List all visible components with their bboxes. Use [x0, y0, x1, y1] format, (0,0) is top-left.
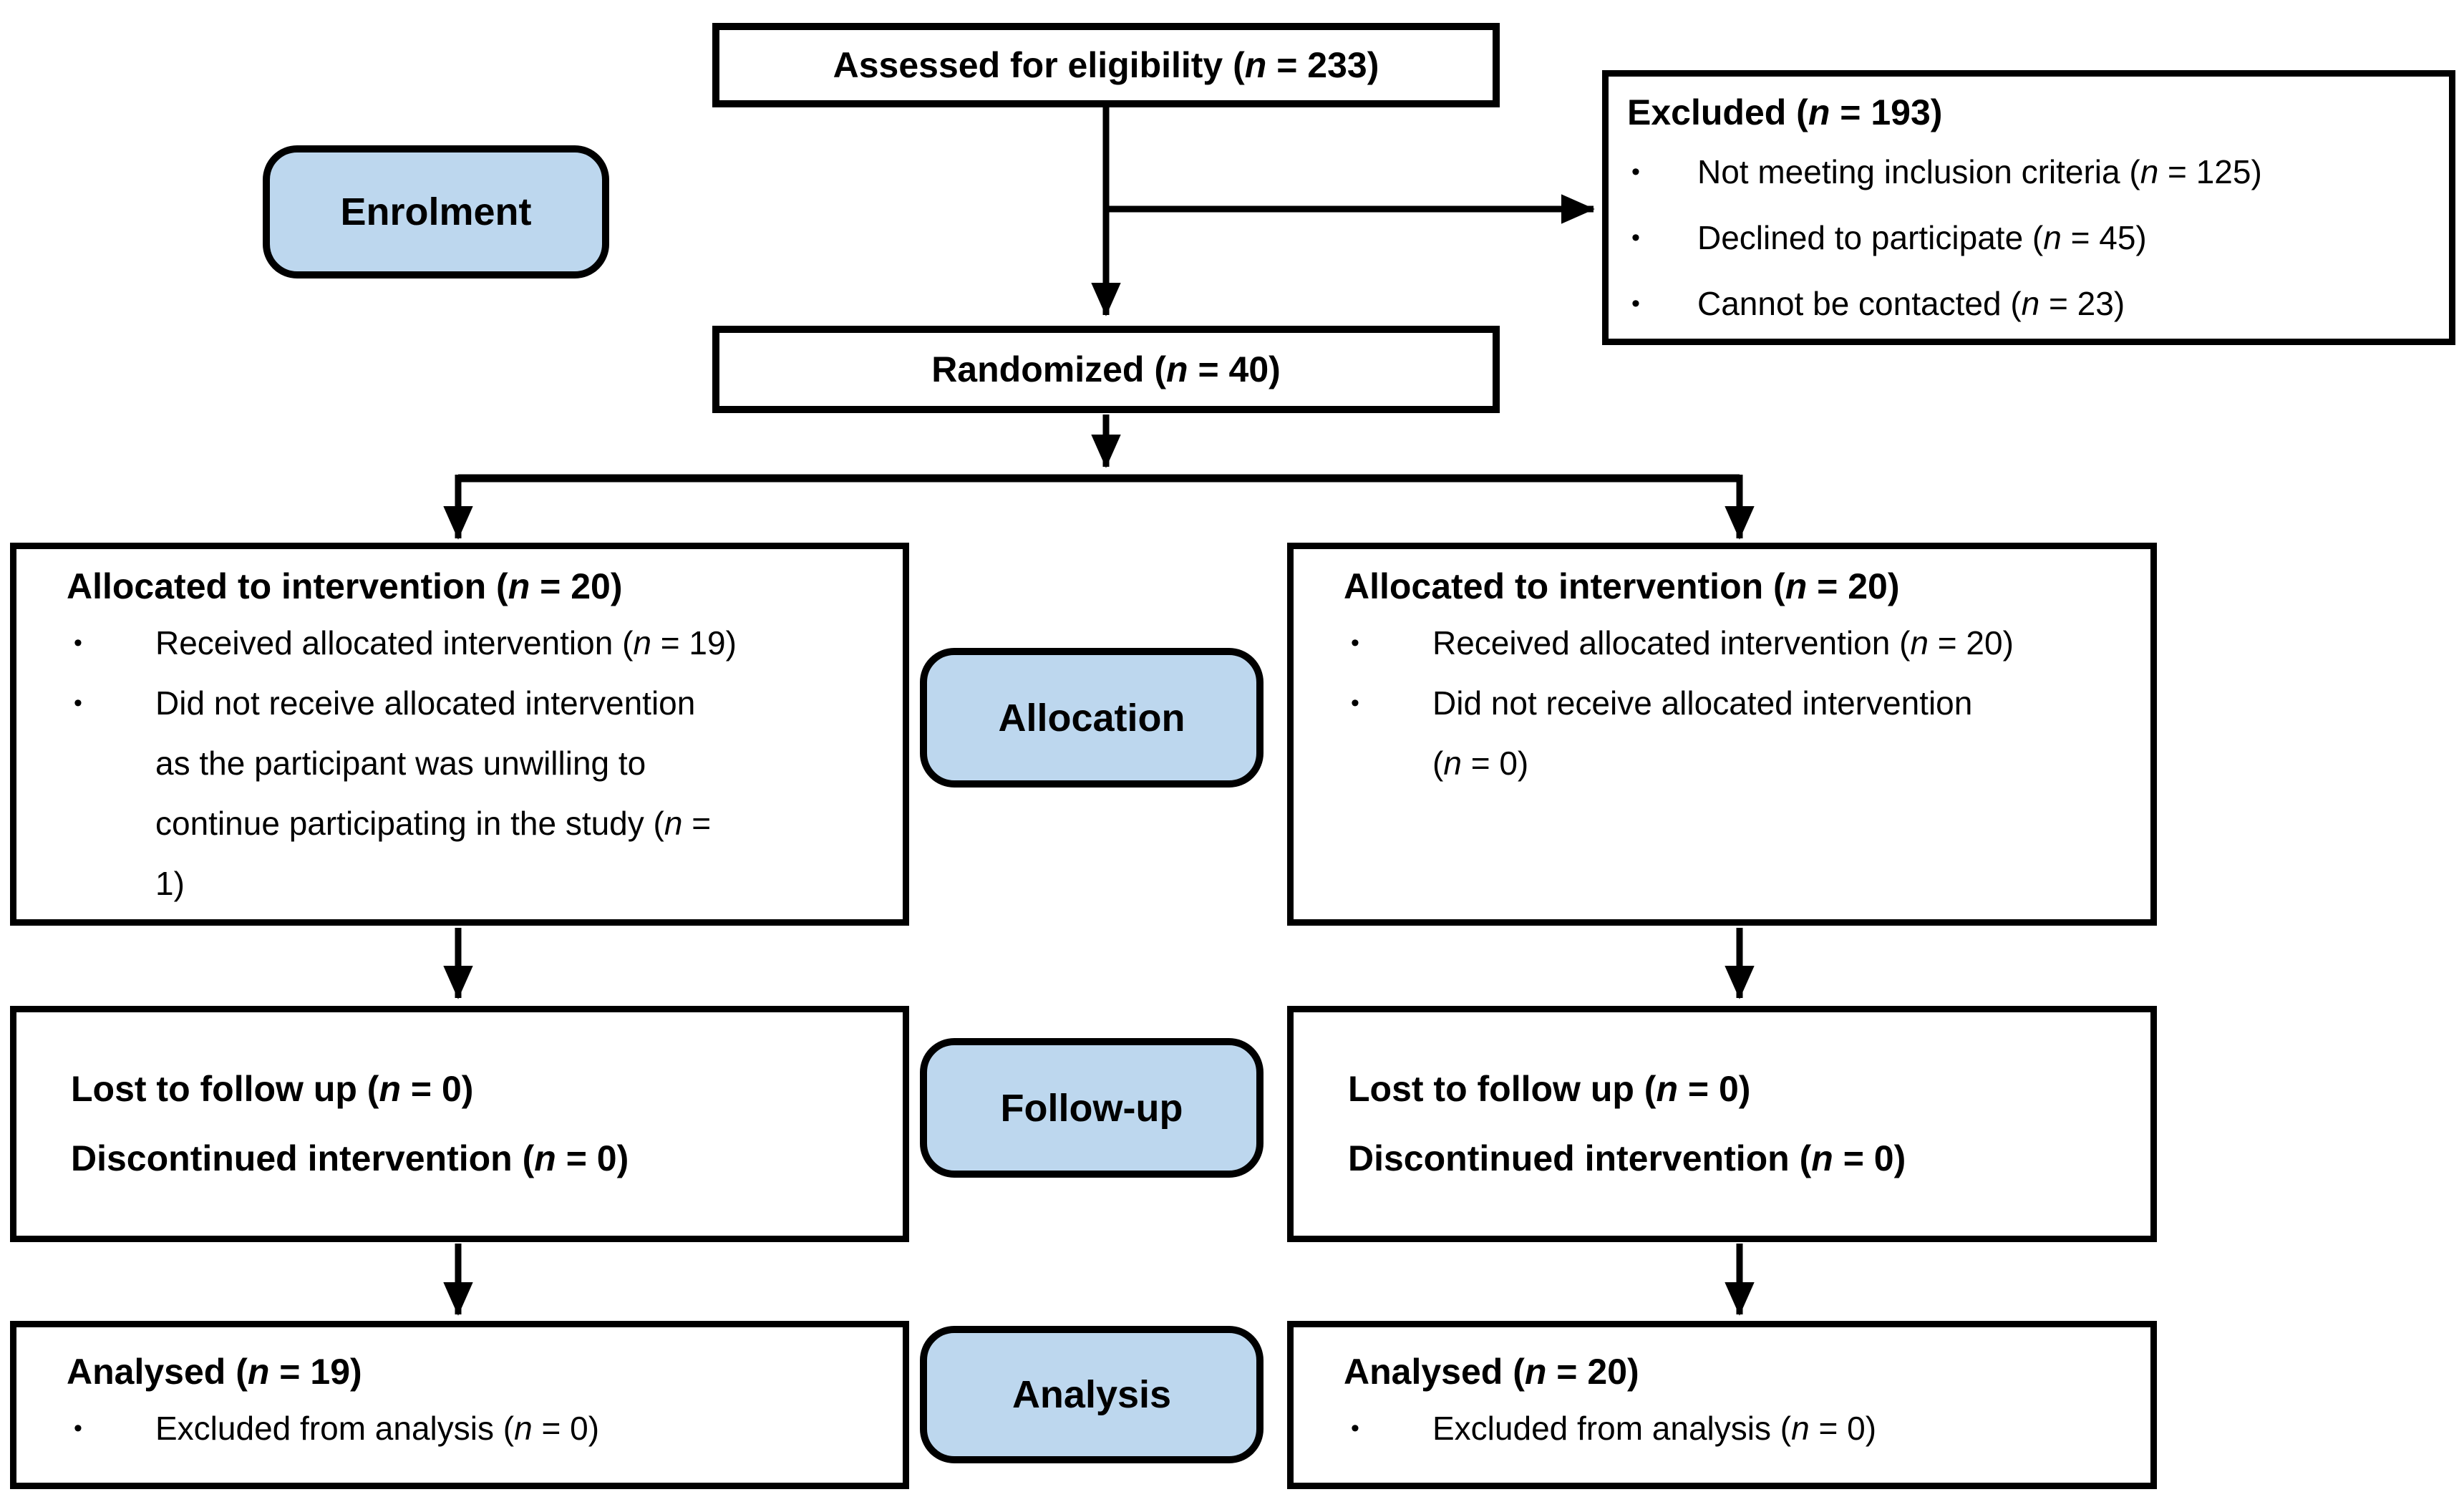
bullet-dot: • — [1351, 689, 1359, 717]
allocated-left-bullet-1: • Received allocated intervention (n = 1… — [67, 613, 888, 673]
allocated-right-bullet-1-text: Received allocated intervention (n = 20) — [1432, 624, 2014, 662]
analysis-right-bullet-1: • Excluded from analysis (n = 0) — [1344, 1398, 2136, 1458]
allocated-left-bullet-2: • Did not receive allocated intervention… — [67, 673, 888, 914]
bullet-dot: • — [1351, 1414, 1359, 1442]
bullet-dot: • — [1351, 629, 1359, 656]
followup-left-box: Lost to follow up (n = 0) Discontinued i… — [10, 1006, 909, 1242]
allocated-right-box: Allocated to intervention (n = 20) • Rec… — [1287, 543, 2157, 926]
allocated-right-bullet-2: • Did not receive allocated intervention… — [1344, 673, 2136, 793]
allocated-right-title: Allocated to intervention (n = 20) — [1344, 566, 1900, 606]
excluded-bullet-2: • Declined to participate (n = 45) — [1627, 205, 2435, 271]
analysis-right-box: Analysed (n = 20) • Excluded from analys… — [1287, 1321, 2157, 1489]
bullet-dot: • — [1631, 289, 1640, 317]
stage-label-analysis-text: Analysis — [1012, 1373, 1172, 1416]
analysis-right-title: Analysed (n = 20) — [1344, 1352, 1639, 1392]
allocated-right-bullet-1: • Received allocated intervention (n = 2… — [1344, 613, 2136, 673]
randomized-title: Randomized (n = 40) — [931, 349, 1281, 389]
assessed-title: Assessed for eligibility (n = 233) — [833, 45, 1379, 85]
stage-label-analysis: Analysis — [920, 1326, 1263, 1463]
followup-left-line-2: Discontinued intervention (n = 0) — [71, 1138, 629, 1178]
excluded-bullet-1-text: Not meeting inclusion criteria (n = 125) — [1697, 152, 2262, 190]
stage-label-enrolment: Enrolment — [263, 145, 609, 278]
bullet-dot: • — [1631, 223, 1640, 251]
followup-right-line-1: Lost to follow up (n = 0) — [1348, 1068, 1751, 1109]
excluded-bullet-2-text: Declined to participate (n = 45) — [1697, 218, 2147, 256]
assessed-box: Assessed for eligibility (n = 233) — [712, 23, 1500, 107]
stage-label-enrolment-text: Enrolment — [340, 190, 532, 233]
followup-left-line-1: Lost to follow up (n = 0) — [71, 1068, 474, 1109]
bullet-dot: • — [74, 629, 82, 656]
analysis-right-bullet-1-text: Excluded from analysis (n = 0) — [1432, 1409, 1877, 1447]
excluded-box: Excluded (n = 193) • Not meeting inclusi… — [1602, 70, 2455, 345]
excluded-bullet-3: • Cannot be contacted (n = 23) — [1627, 271, 2435, 336]
bullet-dot: • — [74, 689, 82, 717]
allocated-right-bullet-2-text: Did not receive allocated intervention(n… — [1432, 684, 1973, 782]
analysis-left-bullet-1-text: Excluded from analysis (n = 0) — [155, 1409, 600, 1447]
excluded-title: Excluded (n = 193) — [1627, 92, 1943, 132]
allocated-left-box: Allocated to intervention (n = 20) • Rec… — [10, 543, 909, 926]
analysis-left-box: Analysed (n = 19) • Excluded from analys… — [10, 1321, 909, 1489]
allocated-left-title: Allocated to intervention (n = 20) — [67, 566, 623, 606]
analysis-left-bullet-1: • Excluded from analysis (n = 0) — [67, 1398, 888, 1458]
stage-label-followup: Follow-up — [920, 1038, 1263, 1178]
followup-right-box: Lost to follow up (n = 0) Discontinued i… — [1287, 1006, 2157, 1242]
allocated-left-bullet-1-text: Received allocated intervention (n = 19) — [155, 624, 737, 662]
followup-right-line-2: Discontinued intervention (n = 0) — [1348, 1138, 1906, 1178]
bullet-dot: • — [1631, 158, 1640, 185]
analysis-left-title: Analysed (n = 19) — [67, 1352, 362, 1392]
stage-label-allocation: Allocation — [920, 648, 1263, 788]
stage-label-allocation-text: Allocation — [998, 696, 1185, 740]
excluded-bullet-1: • Not meeting inclusion criteria (n = 12… — [1627, 139, 2435, 205]
excluded-bullet-3-text: Cannot be contacted (n = 23) — [1697, 284, 2125, 322]
stage-label-followup-text: Follow-up — [1000, 1086, 1183, 1130]
randomized-box: Randomized (n = 40) — [712, 326, 1500, 413]
bullet-dot: • — [74, 1414, 82, 1442]
